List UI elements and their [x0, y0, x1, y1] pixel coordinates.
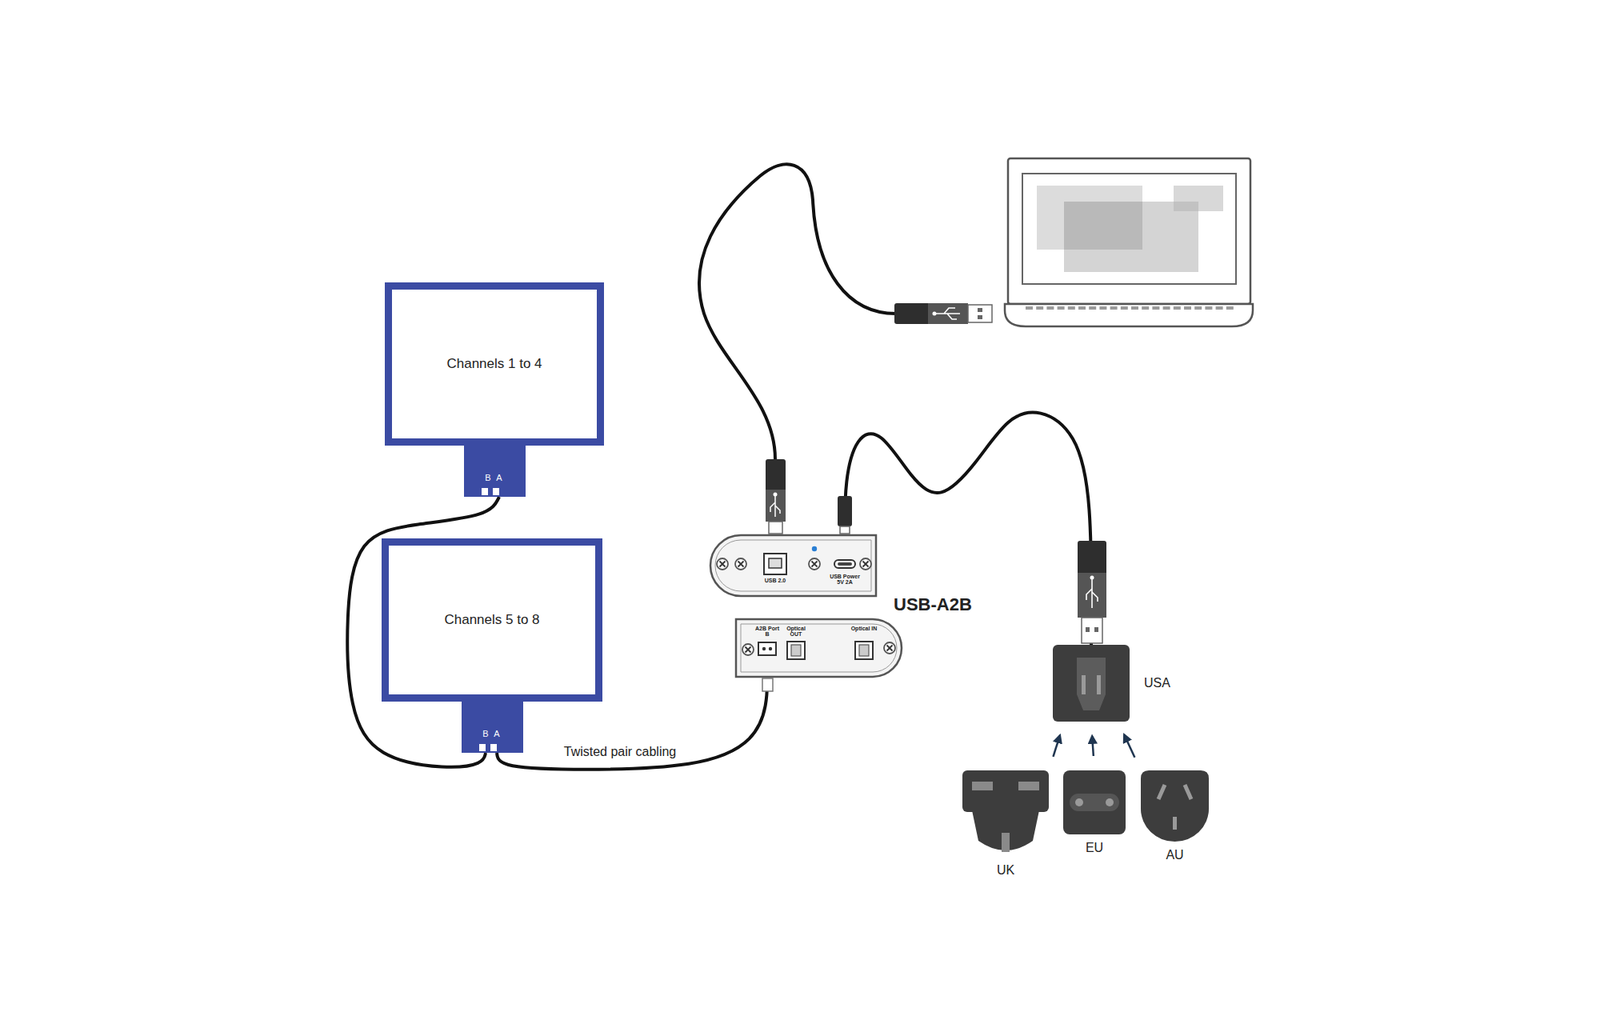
usb-a-plug: [1077, 540, 1107, 644]
terminal: [492, 488, 500, 496]
connector: [1052, 735, 1060, 757]
region-label: UK: [996, 863, 1015, 878]
au-adapter-outline: [1140, 770, 1209, 842]
channel-board: Channels 1 to 4: [384, 282, 604, 497]
usb-b-plug: [765, 459, 786, 534]
board-label: Channels 1 to 4: [446, 356, 542, 372]
terminal-label: B: [484, 472, 491, 483]
terminal-label: A: [496, 472, 502, 483]
uk-adapter-outline: [962, 770, 1049, 857]
usa-charger-outline: [1052, 644, 1130, 722]
usb-a-plug: [894, 303, 992, 324]
terminal-label: A: [493, 728, 500, 739]
au-adapter: AU: [1140, 770, 1209, 842]
device-front-panel: A2B Port BOptical OUT Optical IN: [734, 617, 904, 679]
connector: [1124, 734, 1135, 757]
a2b-plug: [762, 678, 773, 692]
region-label: EU: [1085, 840, 1104, 856]
port-label: A2B Port B: [755, 625, 780, 638]
port-label: USB 2.0: [759, 577, 792, 584]
connector-tab: [464, 444, 526, 497]
terminal: [490, 744, 497, 752]
device-rear-panel-outline: [708, 533, 878, 598]
board-outline: Channels 1 to 4: [384, 282, 604, 446]
terminal: [479, 744, 486, 752]
port-label: Optical IN: [850, 625, 878, 632]
eu-adapter: EU: [1063, 770, 1126, 835]
connector-tab: [461, 700, 524, 753]
connector: [844, 412, 1092, 645]
port-label: Optical OUT: [782, 625, 810, 638]
device-rear-panel: USB 2.0 USB Power 5V 2A: [708, 533, 878, 598]
connector: [1092, 736, 1094, 756]
board-label: Channels 5 to 8: [444, 612, 540, 628]
channel-board: Channels 5 to 8: [381, 538, 603, 753]
device-name: USB-A2B: [893, 594, 972, 616]
board-outline: Channels 5 to 8: [381, 538, 603, 702]
usb-c-plug: [837, 496, 852, 534]
terminal-label: B: [482, 728, 488, 739]
eu-adapter-outline: [1063, 770, 1126, 835]
region-label: USA: [1144, 676, 1171, 691]
port-label: USB Power 5V 2A: [828, 573, 862, 586]
usa-charger: USA: [1052, 644, 1130, 722]
uk-adapter: UK: [962, 770, 1049, 857]
laptop: [1004, 158, 1253, 327]
terminal: [481, 488, 488, 496]
cable-label: Twisted pair cabling: [560, 744, 680, 760]
region-label: AU: [1165, 848, 1184, 863]
